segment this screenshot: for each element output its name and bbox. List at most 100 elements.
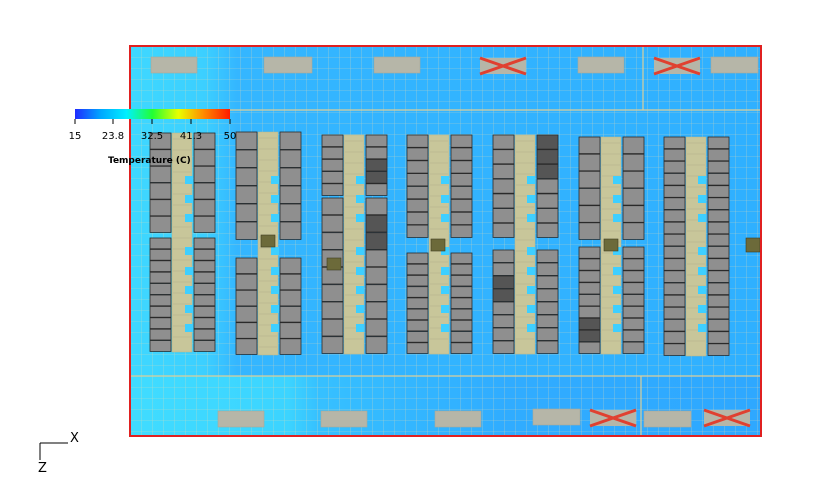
- cold-vent-tile: [527, 324, 535, 332]
- cabinet: [622, 270, 645, 283]
- cabinet: [193, 199, 216, 217]
- cold-vent-tile: [356, 267, 364, 275]
- cabinet: [235, 203, 258, 222]
- cabinet: [536, 288, 559, 302]
- cabinet: [707, 306, 730, 320]
- legend-tick-label: 15: [69, 131, 82, 142]
- cabinet: [450, 224, 473, 238]
- cabinet: [235, 322, 258, 339]
- olive-equipment-block: [430, 238, 446, 252]
- cabinet: [450, 186, 473, 200]
- cabinet: [663, 148, 686, 162]
- cabinet: [149, 283, 172, 295]
- cold-vent-tile: [613, 195, 621, 203]
- cabinet: [663, 282, 686, 296]
- cabinet: [536, 262, 559, 276]
- cabinet: [578, 205, 601, 223]
- legend-tick-label: 32.5: [141, 131, 163, 142]
- cabinet: [578, 294, 601, 307]
- cabinet: [450, 198, 473, 213]
- cabinet: [622, 246, 645, 259]
- cabinet: [193, 294, 216, 307]
- room-boundary: [129, 45, 762, 437]
- cabinet: [365, 232, 388, 250]
- cabinet: [663, 197, 686, 210]
- cabinet: [578, 282, 601, 295]
- cabinet: [663, 258, 686, 271]
- cabinet: [279, 322, 302, 339]
- cabinet: [492, 314, 515, 328]
- cabinet: [193, 215, 216, 233]
- cold-vent-tile: [441, 286, 449, 294]
- cold-vent-tile: [613, 176, 621, 184]
- cabinet: [406, 319, 429, 332]
- cabinet: [406, 342, 429, 354]
- cabinet: [707, 233, 730, 247]
- cabinet: [149, 165, 172, 183]
- cabinet: [663, 233, 686, 247]
- cold-vent-tile: [613, 305, 621, 313]
- cold-vent-tile: [271, 176, 279, 184]
- cabinet: [149, 271, 172, 284]
- cabinet: [406, 211, 429, 226]
- olive-equipment-block: [745, 237, 761, 253]
- cabinet: [235, 131, 258, 150]
- cabinet: [193, 248, 216, 261]
- cabinet-row: [578, 136, 645, 355]
- cabinet: [406, 173, 429, 187]
- cabinet: [663, 209, 686, 223]
- cabinet: [365, 266, 388, 285]
- x-stroke: [703, 408, 751, 428]
- cabinet-rows: [149, 131, 761, 357]
- x-axis-label: X: [70, 431, 79, 446]
- cabinet: [707, 331, 730, 344]
- cold-vent-tile: [185, 176, 193, 184]
- cabinet-row: [492, 134, 559, 355]
- cabinet: [707, 294, 730, 308]
- cabinet: [536, 149, 559, 165]
- cold-vent-tile: [356, 214, 364, 222]
- cabinet: [406, 274, 429, 287]
- cold-vent-tile: [613, 286, 621, 294]
- cabinet: [578, 170, 601, 189]
- cold-vent-tile: [527, 305, 535, 313]
- cabinet: [492, 327, 515, 341]
- cabinet: [578, 258, 601, 271]
- cabinet: [365, 158, 388, 172]
- olive-equipment-block: [326, 257, 342, 271]
- cold-vent-tile: [271, 267, 279, 275]
- cold-vent-tile: [698, 286, 706, 294]
- cabinet: [707, 319, 730, 332]
- cabinet: [149, 215, 172, 233]
- cabinet: [492, 275, 515, 289]
- cabinet: [365, 146, 388, 160]
- cabinet: [663, 270, 686, 283]
- cabinet: [193, 132, 216, 150]
- cabinet: [406, 263, 429, 276]
- cold-vent-tile: [527, 247, 535, 255]
- cabinet: [149, 132, 172, 150]
- cold-vent-tile: [185, 267, 193, 275]
- cold-vent-tile: [698, 267, 706, 275]
- cabinet: [492, 178, 515, 194]
- cabinet-row: [149, 132, 216, 353]
- cabinet: [279, 273, 302, 291]
- cabinet: [321, 183, 344, 196]
- cold-vent-tile: [527, 195, 535, 203]
- cold-vent-tile: [698, 324, 706, 332]
- cold-vent-tile: [441, 176, 449, 184]
- cabinet: [193, 237, 216, 250]
- cabinet: [578, 136, 601, 155]
- cabinet: [149, 305, 172, 318]
- cold-vent-tile: [185, 305, 193, 313]
- cold-vent-tile: [613, 214, 621, 222]
- cabinet: [149, 248, 172, 261]
- cabinet: [235, 257, 258, 275]
- cabinet: [450, 274, 473, 287]
- cabinet: [663, 173, 686, 186]
- cold-vent-tile: [271, 305, 279, 313]
- cabinet: [365, 301, 388, 320]
- crac-unit: [643, 410, 692, 428]
- cabinet: [149, 340, 172, 352]
